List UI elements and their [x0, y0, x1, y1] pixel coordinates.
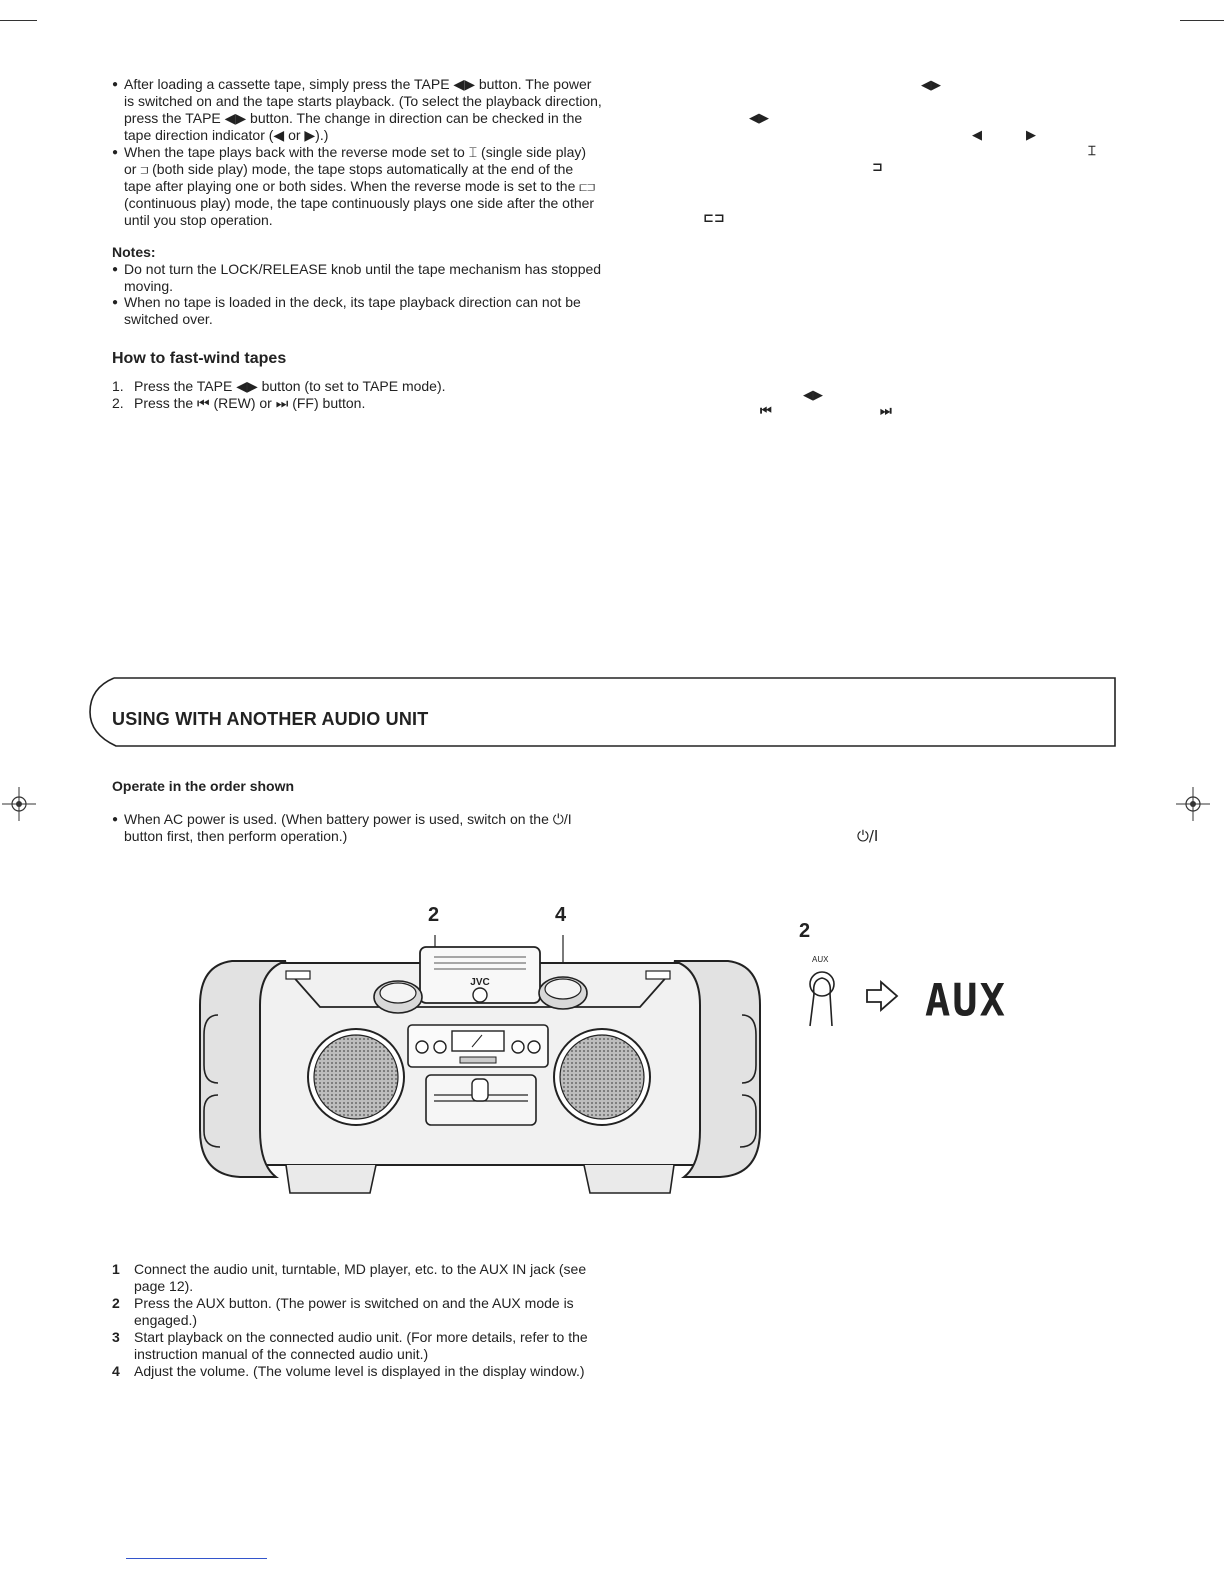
note-item-1: Do not turn the LOCK/RELEASE knob until … — [112, 261, 602, 295]
callout-step-4: 4 — [555, 904, 567, 926]
audio-step: 2 Press the AUX button. (The power is sw… — [112, 1295, 574, 1328]
arrow-right-icon — [866, 980, 899, 1012]
note-item-2: When no tape is loaded in the deck, its … — [112, 294, 602, 328]
power-icon: ⏻/I — [857, 827, 879, 845]
tape-bullet-2: When the tape plays back with the revers… — [112, 144, 602, 229]
registration-mark-right — [1176, 787, 1210, 821]
aux-step-number: 2 — [799, 920, 811, 942]
audio-step: 1 Connect the audio unit, turntable, MD … — [112, 1261, 587, 1294]
registration-mark-left — [2, 787, 36, 821]
rewind-icon: ⏮ — [760, 404, 772, 419]
fast-forward-icon: ⏭ — [880, 404, 892, 419]
both-side-icon: ⊐ — [872, 160, 883, 175]
direction-right-icon: ▶ — [1026, 128, 1036, 143]
ac-power-bullet: When AC power is used. (When battery pow… — [112, 811, 602, 845]
crop-mark-top-left — [0, 20, 37, 21]
section-banner-frame — [89, 677, 1116, 747]
notes-heading: Notes: — [112, 244, 156, 260]
finger-press-icon — [809, 971, 835, 1027]
audio-step: 3 Start playback on the connected audio … — [112, 1329, 588, 1362]
fast-wind-steps: 1. Press the TAPE ◀▶ button (to set to T… — [112, 378, 592, 412]
operate-order-heading: Operate in the order shown — [112, 778, 295, 794]
fast-wind-heading: How to fast-wind tapes — [112, 350, 287, 367]
brand-logo: JVC — [470, 977, 489, 988]
display-text: AUX — [925, 974, 1007, 1027]
audio-step: 4 Adjust the volume. (The volume level i… — [112, 1363, 585, 1379]
continuous-play-icon: ⊏⊐ — [703, 211, 725, 226]
fast-wind-step: 1. Press the TAPE ◀▶ button (to set to T… — [112, 378, 446, 394]
section-title: USING WITH ANOTHER AUDIO UNIT — [112, 709, 429, 729]
tape-play-icon: ◀▶ — [921, 78, 941, 93]
display-window-aux: AUX — [925, 972, 1007, 1022]
single-side-icon: ⌶ — [1088, 144, 1096, 159]
boombox-illustration: JVC — [199, 935, 761, 1194]
crop-mark-top-right — [1180, 20, 1224, 21]
aux-button-label: AUX — [812, 955, 829, 964]
tape-play-icon: ◀▶ — [749, 111, 769, 126]
fast-wind-step: 2. Press the ⏮ (REW) or ⏭ (FF) button. — [112, 395, 366, 411]
footer-rule — [126, 1558, 267, 1559]
direction-left-icon: ◀ — [972, 128, 982, 143]
tape-bullet-1: After loading a cassette tape, simply pr… — [112, 76, 602, 144]
tape-play-icon: ◀▶ — [803, 388, 823, 403]
audio-unit-steps: 1 Connect the audio unit, turntable, MD … — [112, 1261, 592, 1380]
callout-step-2: 2 — [428, 904, 440, 926]
